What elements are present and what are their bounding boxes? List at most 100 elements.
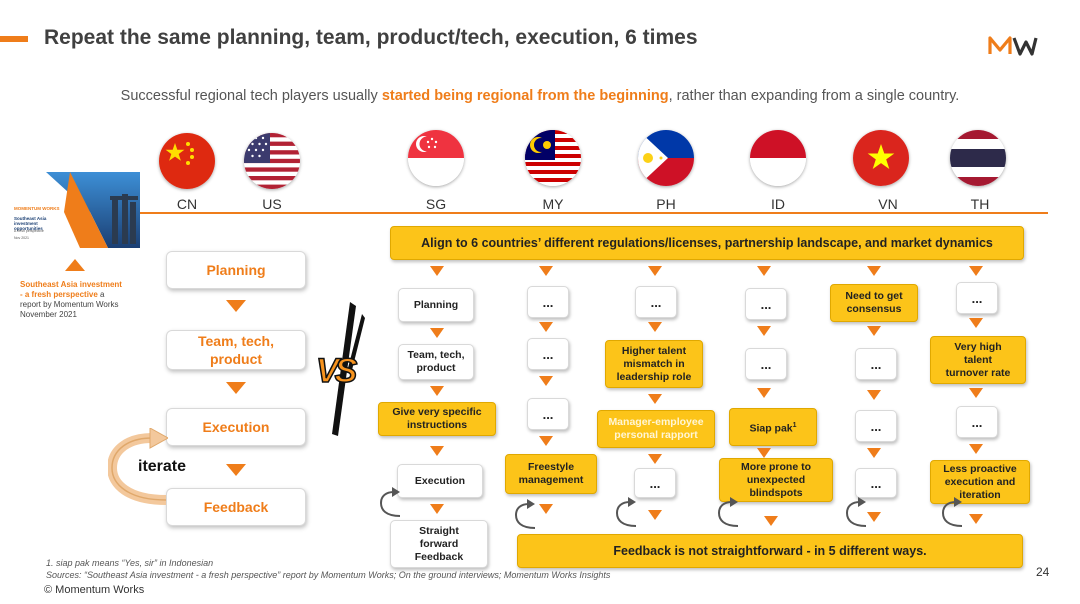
arrow-down-icon [539, 376, 553, 386]
sg-execution-box: Execution [397, 464, 483, 498]
cover-title: Southeast Asia investment opportunities [14, 216, 47, 231]
versus-graphic: VS [312, 300, 372, 445]
arrow-down-icon [757, 448, 771, 458]
arrow-down-icon [867, 266, 881, 276]
left-team-line2: product [209, 351, 263, 367]
iterate-loop-arrow-icon [106, 427, 170, 513]
report-caption: Southeast Asia investment - a fresh pers… [20, 280, 140, 320]
arrow-down-icon [539, 322, 553, 332]
report-title-line3: a [97, 290, 105, 299]
arrow-down-icon [867, 448, 881, 458]
loop-arrow-icon [716, 496, 740, 535]
loop-arrow-icon [940, 496, 964, 535]
left-team-box: Team, tech,product [166, 330, 306, 370]
arrow-down-icon [969, 318, 983, 328]
my-ellipsis-box-1: ... [527, 286, 569, 318]
malaysia-flag-icon [525, 130, 581, 186]
th-ellipsis-box-2: ... [956, 406, 998, 438]
country-code-cn: CN [176, 196, 198, 212]
vn-ellipsis-box-1: ... [855, 348, 897, 380]
subtitle-text-before: Successful regional tech players usually [120, 88, 382, 104]
arrow-down-icon [539, 266, 553, 276]
sg-instructions-line1: Give very specific [392, 406, 482, 418]
slide-title: Repeat the same planning, team, product/… [44, 26, 698, 49]
id-blind-line3: blindspots [749, 486, 803, 499]
ph-ellipsis-box-1: ... [635, 286, 677, 318]
country-code-my: MY [542, 196, 564, 212]
ph-rapport-line1: Manager-employee [608, 416, 704, 428]
country-code-vn: VN [878, 196, 898, 212]
my-freestyle-line1: Freestyle [527, 461, 575, 473]
arrow-down-icon [430, 446, 444, 456]
arrow-down-icon [757, 326, 771, 336]
id-blind-line2: unexpected [746, 473, 806, 486]
country-code-th: TH [970, 196, 990, 212]
th-proactive-line2: execution and [944, 475, 1016, 488]
arrow-down-icon [430, 504, 444, 514]
country-code-ph: PH [656, 196, 676, 212]
country-code-us: US [262, 196, 282, 212]
ph-talent-line2: mismatch in [623, 357, 685, 370]
report-title-line2: - a fresh perspective [20, 290, 98, 299]
arrow-down-icon [969, 444, 983, 454]
feedback-banner: Feedback is not straightforward - in 5 d… [517, 534, 1023, 568]
sg-instructions-line2: instructions [406, 419, 468, 431]
loop-arrow-icon [513, 498, 537, 537]
singapore-flag-icon [408, 130, 464, 186]
arrow-down-icon [539, 504, 553, 514]
usa-flag-icon [244, 133, 300, 189]
arrow-down-icon [969, 266, 983, 276]
ph-ellipsis-box-2: ... [634, 468, 676, 498]
subtitle-highlight: started being regional from the beginnin… [381, 88, 669, 104]
vn-consensus-line1: Need to get [845, 290, 903, 302]
my-ellipsis-box-2: ... [527, 338, 569, 370]
philippines-flag-icon [638, 130, 694, 186]
title-accent-bar [0, 36, 28, 42]
id-siap-box: Siap pak1 [729, 408, 817, 446]
arrow-down-icon [757, 388, 771, 398]
page-number: 24 [1036, 565, 1050, 579]
arrow-down-icon [757, 266, 771, 276]
id-siap-text: Siap pak [749, 422, 793, 435]
loop-arrow-icon [844, 496, 868, 535]
th-turnover-line2: talent [963, 353, 992, 366]
country-divider-line [140, 212, 1048, 214]
id-blind-line1: More prone to [741, 460, 811, 473]
footnote: 1. siap pak means “Yes, sir” in Indonesi… [46, 558, 214, 568]
sg-feedback-line2: forward [419, 537, 459, 550]
arrow-down-icon [648, 266, 662, 276]
alignment-banner: Align to 6 countries’ different regulati… [390, 226, 1024, 260]
china-flag-icon [159, 133, 215, 189]
sg-team-box: Team, tech,product [398, 344, 474, 380]
versus-text: VS [315, 351, 358, 391]
sg-feedback-line3: Feedback [414, 550, 464, 563]
arrow-down-icon [430, 386, 444, 396]
loop-arrow-icon [378, 486, 402, 525]
arrow-down-icon [648, 322, 662, 332]
arrow-down-icon [430, 266, 444, 276]
my-ellipsis-box-3: ... [527, 398, 569, 430]
vn-ellipsis-box-3: ... [855, 468, 897, 498]
slide-subtitle: Successful regional tech players usually… [0, 88, 1080, 104]
ph-rapport-line2: personal rapport [614, 429, 698, 441]
arrow-down-icon [867, 512, 881, 522]
sg-team-line2: product [416, 362, 456, 374]
th-turnover-line3: turnover rate [945, 366, 1011, 379]
th-proactive-line1: Less proactive [943, 462, 1017, 475]
indonesia-flag-icon [750, 130, 806, 186]
vn-consensus-line2: consensus [846, 303, 902, 315]
country-code-sg: SG [425, 196, 447, 212]
vietnam-flag-icon [853, 130, 909, 186]
subtitle-text-after: , rather than expanding from a single co… [668, 88, 960, 104]
sg-feedback-line1: Straight [419, 524, 459, 537]
arrow-down-icon [867, 390, 881, 400]
cover-date: Nov 2021 [14, 236, 29, 240]
th-turnover-line1: Very high [954, 340, 1002, 353]
momentum-works-logo [988, 34, 1038, 63]
arrow-down-icon [969, 388, 983, 398]
